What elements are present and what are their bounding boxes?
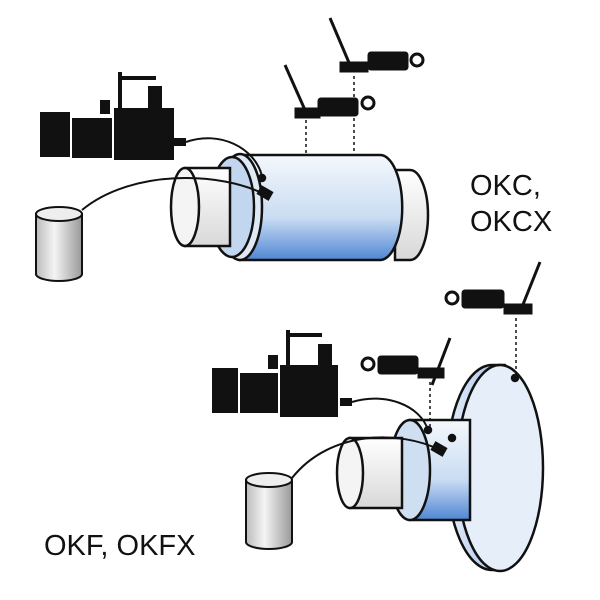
gun-knob: [409, 52, 425, 68]
pump-body: [114, 108, 174, 160]
drum-hose: [81, 177, 269, 211]
pump-reservoir: [318, 344, 332, 366]
okc-drum: [35, 206, 83, 282]
pump-outlet: [174, 138, 186, 146]
pump-valve: [100, 100, 110, 114]
pump-handle: [286, 330, 290, 366]
gun-barrel: [317, 97, 359, 117]
okf-pump-unit: [212, 330, 352, 417]
gun-barrel: [367, 51, 409, 71]
pump-hose: [185, 137, 263, 177]
pump-outlet: [340, 398, 352, 406]
gun-head: [294, 107, 321, 119]
okf-drum: [245, 472, 293, 550]
sleeve-body: [238, 153, 404, 262]
gun-handle: [328, 17, 352, 66]
gun-handle: [283, 64, 307, 111]
pump-lever: [118, 76, 156, 80]
label-okc-line1: OKC,: [470, 170, 541, 202]
gun-barrel: [377, 355, 419, 375]
oil-hole: [510, 373, 520, 383]
shaft-end: [169, 166, 201, 248]
gun-head: [339, 61, 369, 73]
gun-head: [503, 303, 533, 315]
okc-grease-gun-2: [328, 17, 425, 155]
okf-coupling: [335, 363, 545, 573]
gun-knob: [360, 356, 376, 372]
pump-cylinder: [240, 373, 278, 413]
pump-handle: [118, 72, 122, 108]
gun-head: [417, 367, 445, 379]
label-okc: OKC, OKCX: [470, 168, 552, 240]
pump-lever: [286, 333, 322, 337]
label-okf: OKF, OKFX: [44, 530, 196, 562]
pump-hose: [351, 397, 429, 431]
drum-lid: [35, 206, 83, 222]
drum-hose: [291, 436, 441, 479]
pump-reservoir: [148, 86, 162, 108]
pump-valve: [268, 355, 278, 369]
gun-barrel: [461, 289, 505, 309]
shaft-right: [393, 168, 430, 262]
pump-body: [280, 365, 338, 417]
label-okc-line2: OKCX: [470, 206, 553, 238]
drum-body: [245, 479, 293, 550]
pump-motor: [40, 112, 70, 157]
hose-connector: [256, 185, 274, 201]
okc-pump-unit: [40, 72, 186, 160]
okf-grease-gun-1: [360, 337, 452, 428]
pump-motor: [212, 368, 238, 413]
drum-body: [35, 213, 83, 282]
gun-knob: [360, 95, 376, 111]
drum-lid: [245, 472, 293, 488]
pump-cylinder: [72, 118, 112, 158]
oil-hole: [447, 433, 457, 443]
okf-grease-gun-2: [444, 261, 542, 375]
okc-coupling: [169, 152, 430, 262]
okc-grease-gun-1: [283, 64, 376, 155]
shaft-end: [335, 436, 365, 510]
gun-knob: [444, 290, 460, 306]
hose-connector: [430, 441, 448, 457]
